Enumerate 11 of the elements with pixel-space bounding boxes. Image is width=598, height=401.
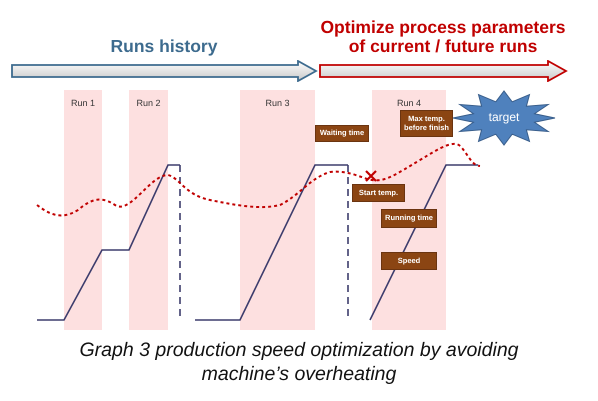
run-label: Run 1	[70, 98, 96, 108]
run-label: Run 3	[264, 98, 291, 108]
banner-heading: Runs history	[110, 36, 218, 56]
run-band	[240, 90, 315, 330]
run-label: Run 2	[135, 98, 162, 108]
target-label: target	[488, 110, 520, 124]
banner-heading: Optimize process parameters of current / future runs	[319, 18, 567, 56]
run-band	[64, 90, 102, 330]
run-label: Run 4	[396, 98, 422, 108]
run-band	[129, 90, 168, 330]
caption: Graph 3 production speed optimization by avoiding machine’s overheating	[78, 338, 520, 387]
